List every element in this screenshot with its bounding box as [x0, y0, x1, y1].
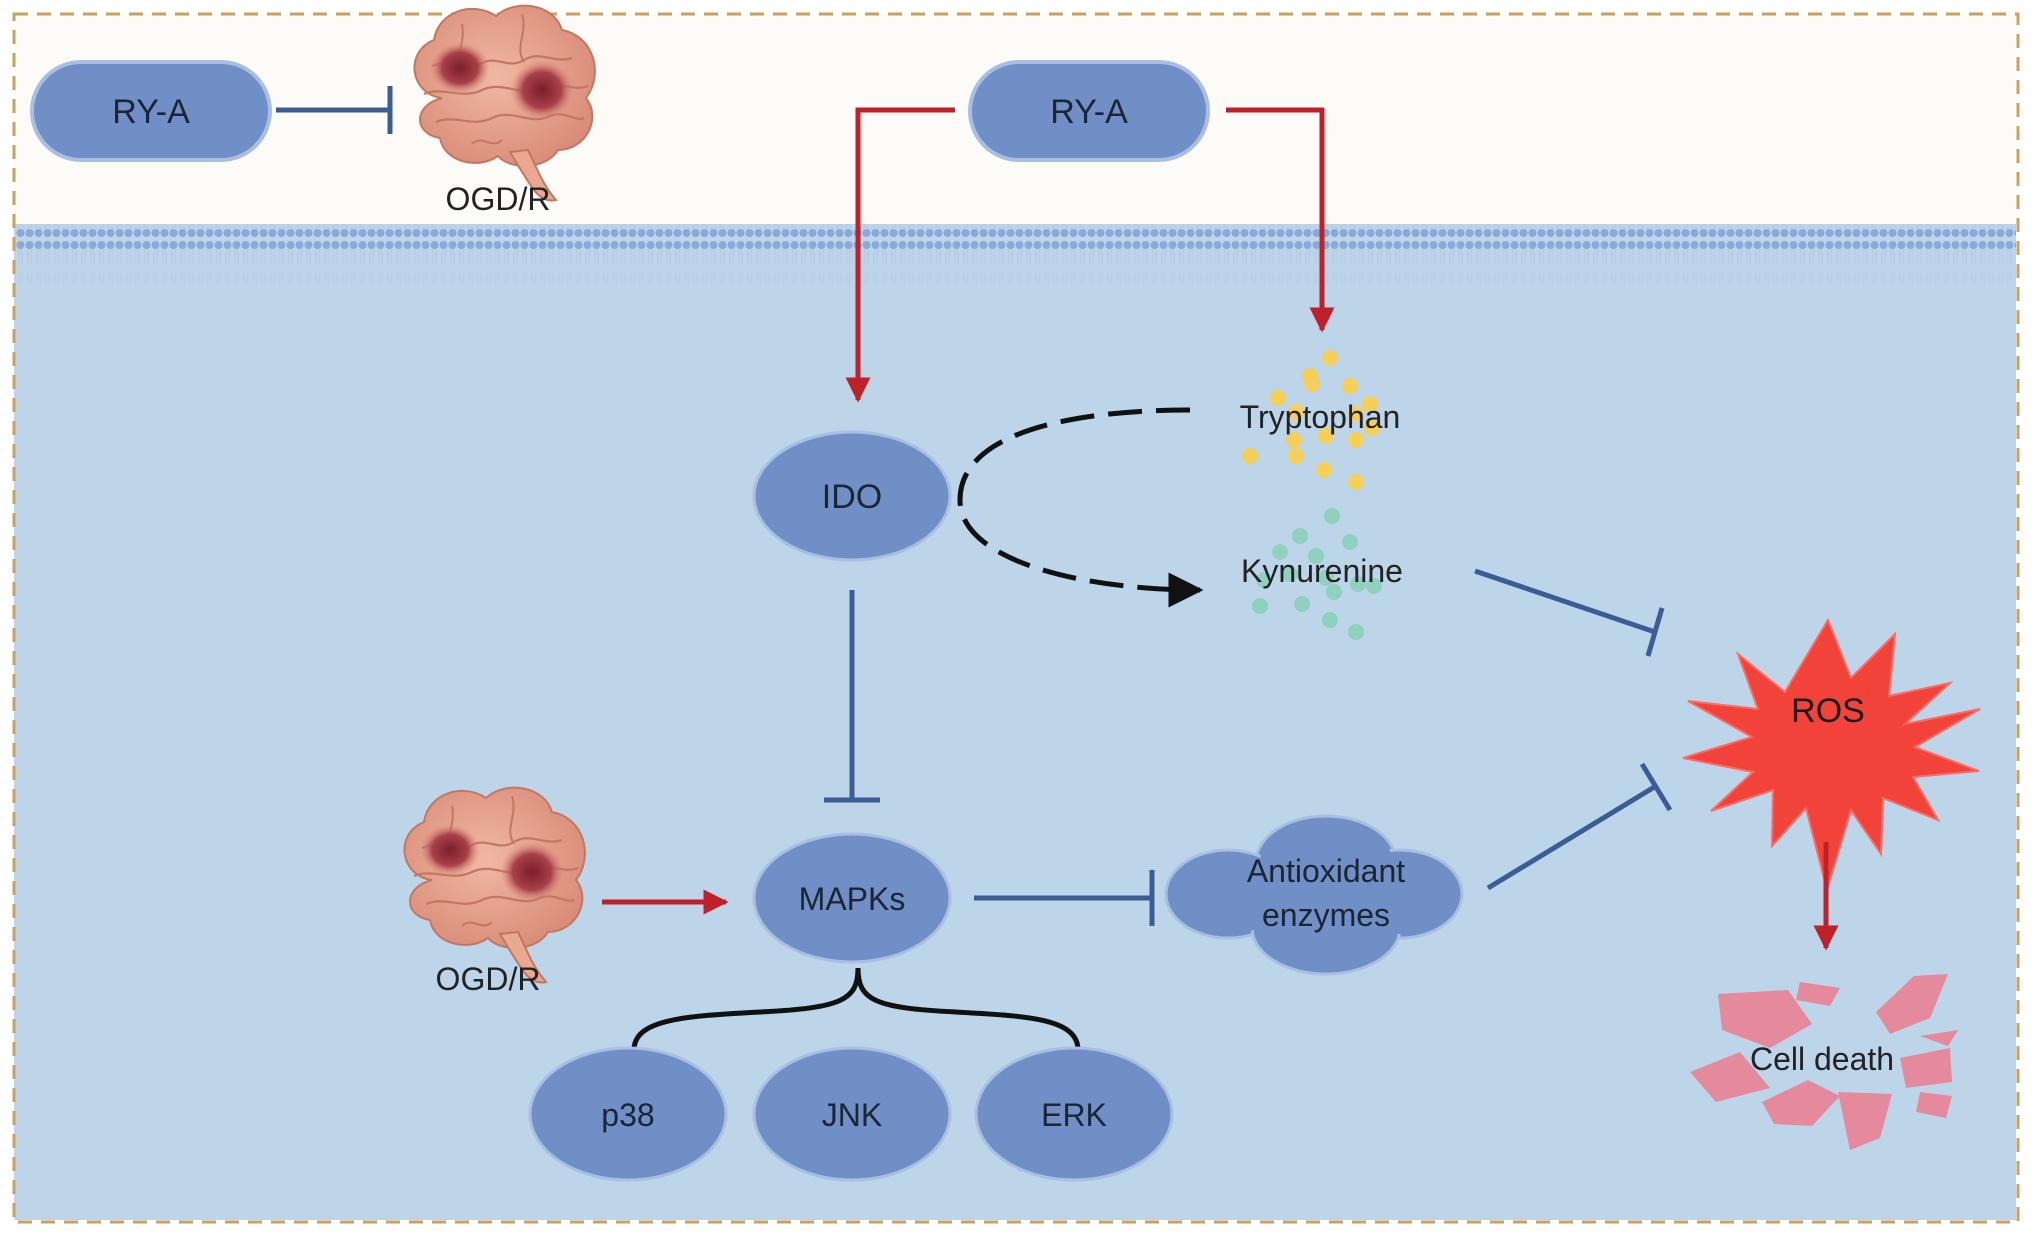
inhibition-kynurenine-to-ros — [1474, 568, 1656, 635]
inhibition-bar-ros-lower — [1639, 762, 1673, 812]
dashed-frame — [12, 12, 2020, 1224]
cell-death-label: Cell death — [1750, 1041, 1894, 1077]
p38-label: p38 — [601, 1097, 654, 1133]
kynurenine-particles — [1252, 508, 1382, 640]
ogdr-bottom-label: OGD/R — [436, 961, 541, 997]
ros-label: ROS — [1791, 692, 1865, 730]
ry-a-top-label: RY-A — [1050, 93, 1128, 131]
jnk-node: JNK — [752, 1046, 952, 1182]
cell-death-fragments-icon — [1690, 974, 1958, 1150]
ido-label: IDO — [822, 478, 882, 516]
ros-node: ROS — [1682, 617, 1981, 894]
arrow-tryptophan-to-kynurenine — [957, 407, 1204, 608]
mapks-label: MAPKs — [799, 881, 906, 917]
inhibition-bar-ros-upper — [1645, 607, 1665, 657]
erk-node: ERK — [974, 1046, 1174, 1182]
antioxidant-label-line2: enzymes — [1262, 897, 1390, 933]
inhibition-antioxidant-to-ros — [1486, 783, 1658, 891]
tryptophan-particles — [1242, 350, 1380, 490]
ogdr-top-label: OGD/R — [446, 181, 551, 217]
ry-a-left-label: RY-A — [112, 93, 190, 131]
antioxidant-label-line1: Antioxidant — [1247, 853, 1405, 889]
mapks-branch-connector — [631, 967, 1081, 1051]
erk-label: ERK — [1041, 1097, 1107, 1133]
arrow-ry-a-to-ido — [845, 107, 955, 403]
ido-node: IDO — [752, 430, 952, 562]
antioxidant-enzymes-node: Antioxidant enzymes — [1164, 814, 1464, 976]
mapks-node: MAPKs — [752, 832, 952, 964]
kynurenine-label: Kynurenine — [1241, 553, 1403, 589]
cell-interior — [14, 224, 2016, 1220]
p38-node: p38 — [528, 1046, 728, 1182]
ry-a-left-node: RY-A — [30, 60, 272, 162]
arrow-ry-a-to-tryptophan — [1226, 107, 1335, 333]
cell-membrane — [16, 224, 2016, 284]
ros-burst-icon — [1682, 617, 1981, 894]
tryptophan-label: Tryptophan — [1240, 399, 1401, 435]
jnk-label: JNK — [822, 1097, 882, 1133]
ry-a-top-node: RY-A — [968, 60, 1210, 162]
